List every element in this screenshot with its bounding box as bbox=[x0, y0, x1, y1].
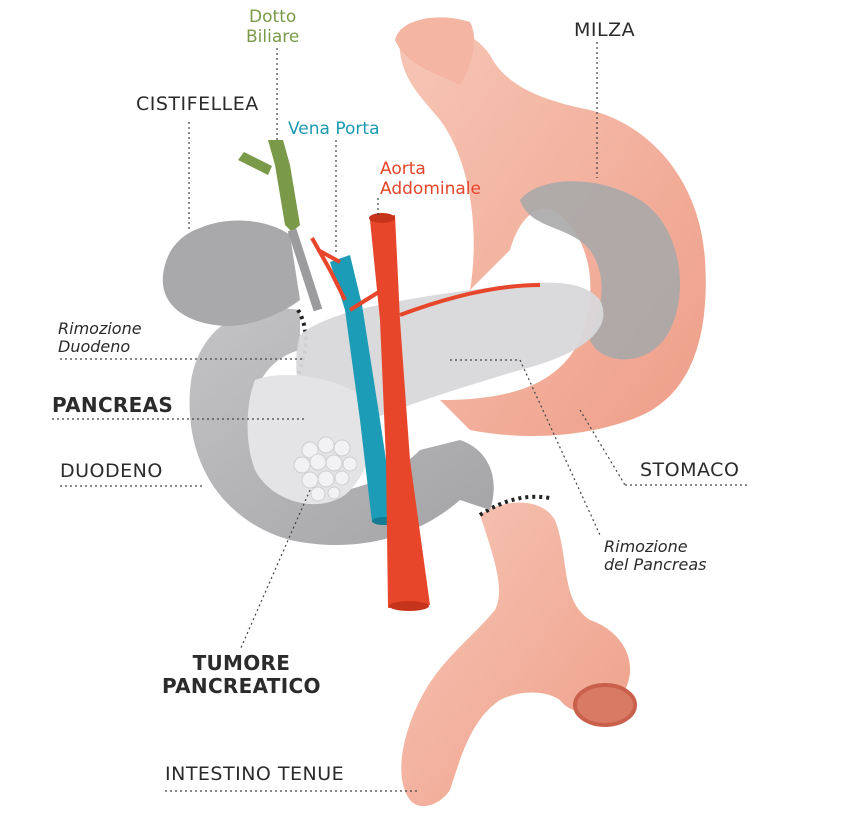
leader-lines bbox=[52, 42, 748, 792]
label-vena-porta: Vena Porta bbox=[288, 119, 380, 139]
portal-vein-shape bbox=[330, 255, 395, 522]
intestine-dotted-cut bbox=[478, 494, 551, 517]
bile-duct-lower bbox=[287, 228, 323, 312]
label-aorta-addominale: Aorta Addominale bbox=[380, 159, 481, 199]
label-rimozione-pancreas: Rimozione del Pancreas bbox=[604, 537, 707, 575]
gallbladder-shape bbox=[162, 220, 300, 326]
label-intestino-tenue: INTESTINO TENUE bbox=[165, 763, 345, 785]
aorta-shape bbox=[370, 215, 430, 608]
esophagus-shape bbox=[395, 17, 475, 85]
spleen-shape bbox=[520, 181, 680, 360]
label-rimozione-duodeno: Rimozione Duodeno bbox=[58, 319, 142, 357]
small-intestine-shape bbox=[401, 502, 631, 807]
label-tumore-pancreatico: TUMORE PANCREATICO bbox=[162, 651, 321, 698]
label-stomaco: STOMACO bbox=[640, 459, 740, 481]
label-cistifellea: CISTIFELLEA bbox=[136, 93, 259, 115]
aorta-top bbox=[369, 213, 395, 223]
label-duodeno: DUODENO bbox=[60, 460, 163, 482]
aorta-bottom bbox=[389, 601, 429, 611]
label-pancreas: PANCREAS bbox=[52, 393, 174, 417]
label-milza: MILZA bbox=[574, 19, 636, 41]
intestine-opening bbox=[573, 683, 637, 727]
tumor-cluster bbox=[293, 436, 358, 502]
bile-duct-shape bbox=[238, 140, 300, 232]
artery-branches bbox=[310, 237, 541, 317]
label-dotto-biliare: Dotto Biliare bbox=[246, 7, 300, 47]
duodenum-shape bbox=[189, 308, 494, 546]
